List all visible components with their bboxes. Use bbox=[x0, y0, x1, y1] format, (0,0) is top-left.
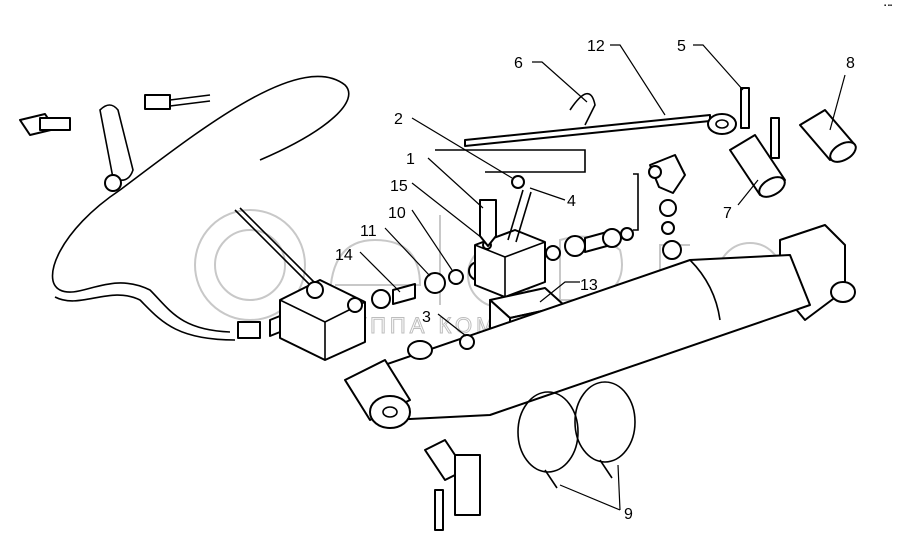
corner-mark: ▪ ▪▪ bbox=[883, 3, 892, 9]
callout-11: 11 bbox=[360, 223, 377, 240]
rod-and-pin bbox=[435, 92, 737, 173]
callouts: 1 2 3 4 5 6 7 8 9 10 11 12 13 14 15 bbox=[335, 38, 855, 523]
callout-3: 3 bbox=[422, 309, 431, 326]
hydraulic-hose bbox=[19, 75, 350, 341]
callout-8: 8 bbox=[846, 55, 855, 72]
callout-2: 2 bbox=[394, 111, 403, 128]
callout-4: 4 bbox=[567, 193, 576, 210]
pins bbox=[729, 87, 857, 198]
callout-9: 9 bbox=[624, 506, 633, 523]
callout-7: 7 bbox=[723, 205, 732, 222]
hydraulic-cylinder bbox=[344, 224, 856, 429]
hose-clamps bbox=[517, 381, 636, 489]
clevis-pin bbox=[424, 439, 481, 531]
callout-1: 1 bbox=[406, 151, 415, 168]
callout-6: 6 bbox=[514, 55, 523, 72]
callout-13: 13 bbox=[580, 277, 598, 294]
valve-block bbox=[474, 175, 546, 298]
leader-lines bbox=[359, 44, 846, 511]
control-valve-left bbox=[234, 207, 366, 361]
callout-15: 15 bbox=[390, 178, 408, 195]
callout-14: 14 bbox=[335, 247, 353, 264]
callout-10: 10 bbox=[388, 205, 406, 222]
callout-5: 5 bbox=[677, 38, 686, 55]
callout-12: 12 bbox=[587, 38, 605, 55]
